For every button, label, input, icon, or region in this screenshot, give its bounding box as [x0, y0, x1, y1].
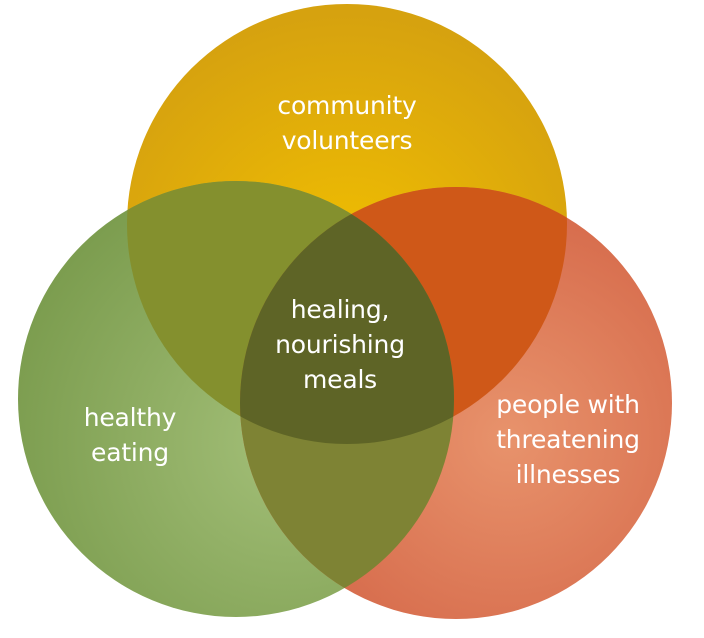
label-right-line-3: illnesses	[515, 460, 621, 489]
label-healing-nourishing-meals: healing, nourishing meals	[240, 292, 440, 397]
label-community-volunteers: community volunteers	[222, 88, 472, 158]
label-top-line-1: community	[277, 91, 417, 120]
label-right-line-1: people with	[496, 390, 640, 419]
label-left-line-2: eating	[91, 438, 169, 467]
label-people-with-threatening-illnesses: people with threatening illnesses	[468, 387, 668, 492]
label-right-line-2: threatening	[496, 425, 640, 454]
venn-center-region	[240, 187, 454, 444]
label-center-line-3: meals	[302, 365, 378, 394]
label-left-line-1: healthy	[83, 403, 177, 432]
label-center-line-2: nourishing	[275, 330, 405, 359]
label-center-line-1: healing,	[290, 295, 390, 324]
label-healthy-eating: healthy eating	[40, 400, 220, 470]
label-top-line-2: volunteers	[281, 126, 413, 155]
